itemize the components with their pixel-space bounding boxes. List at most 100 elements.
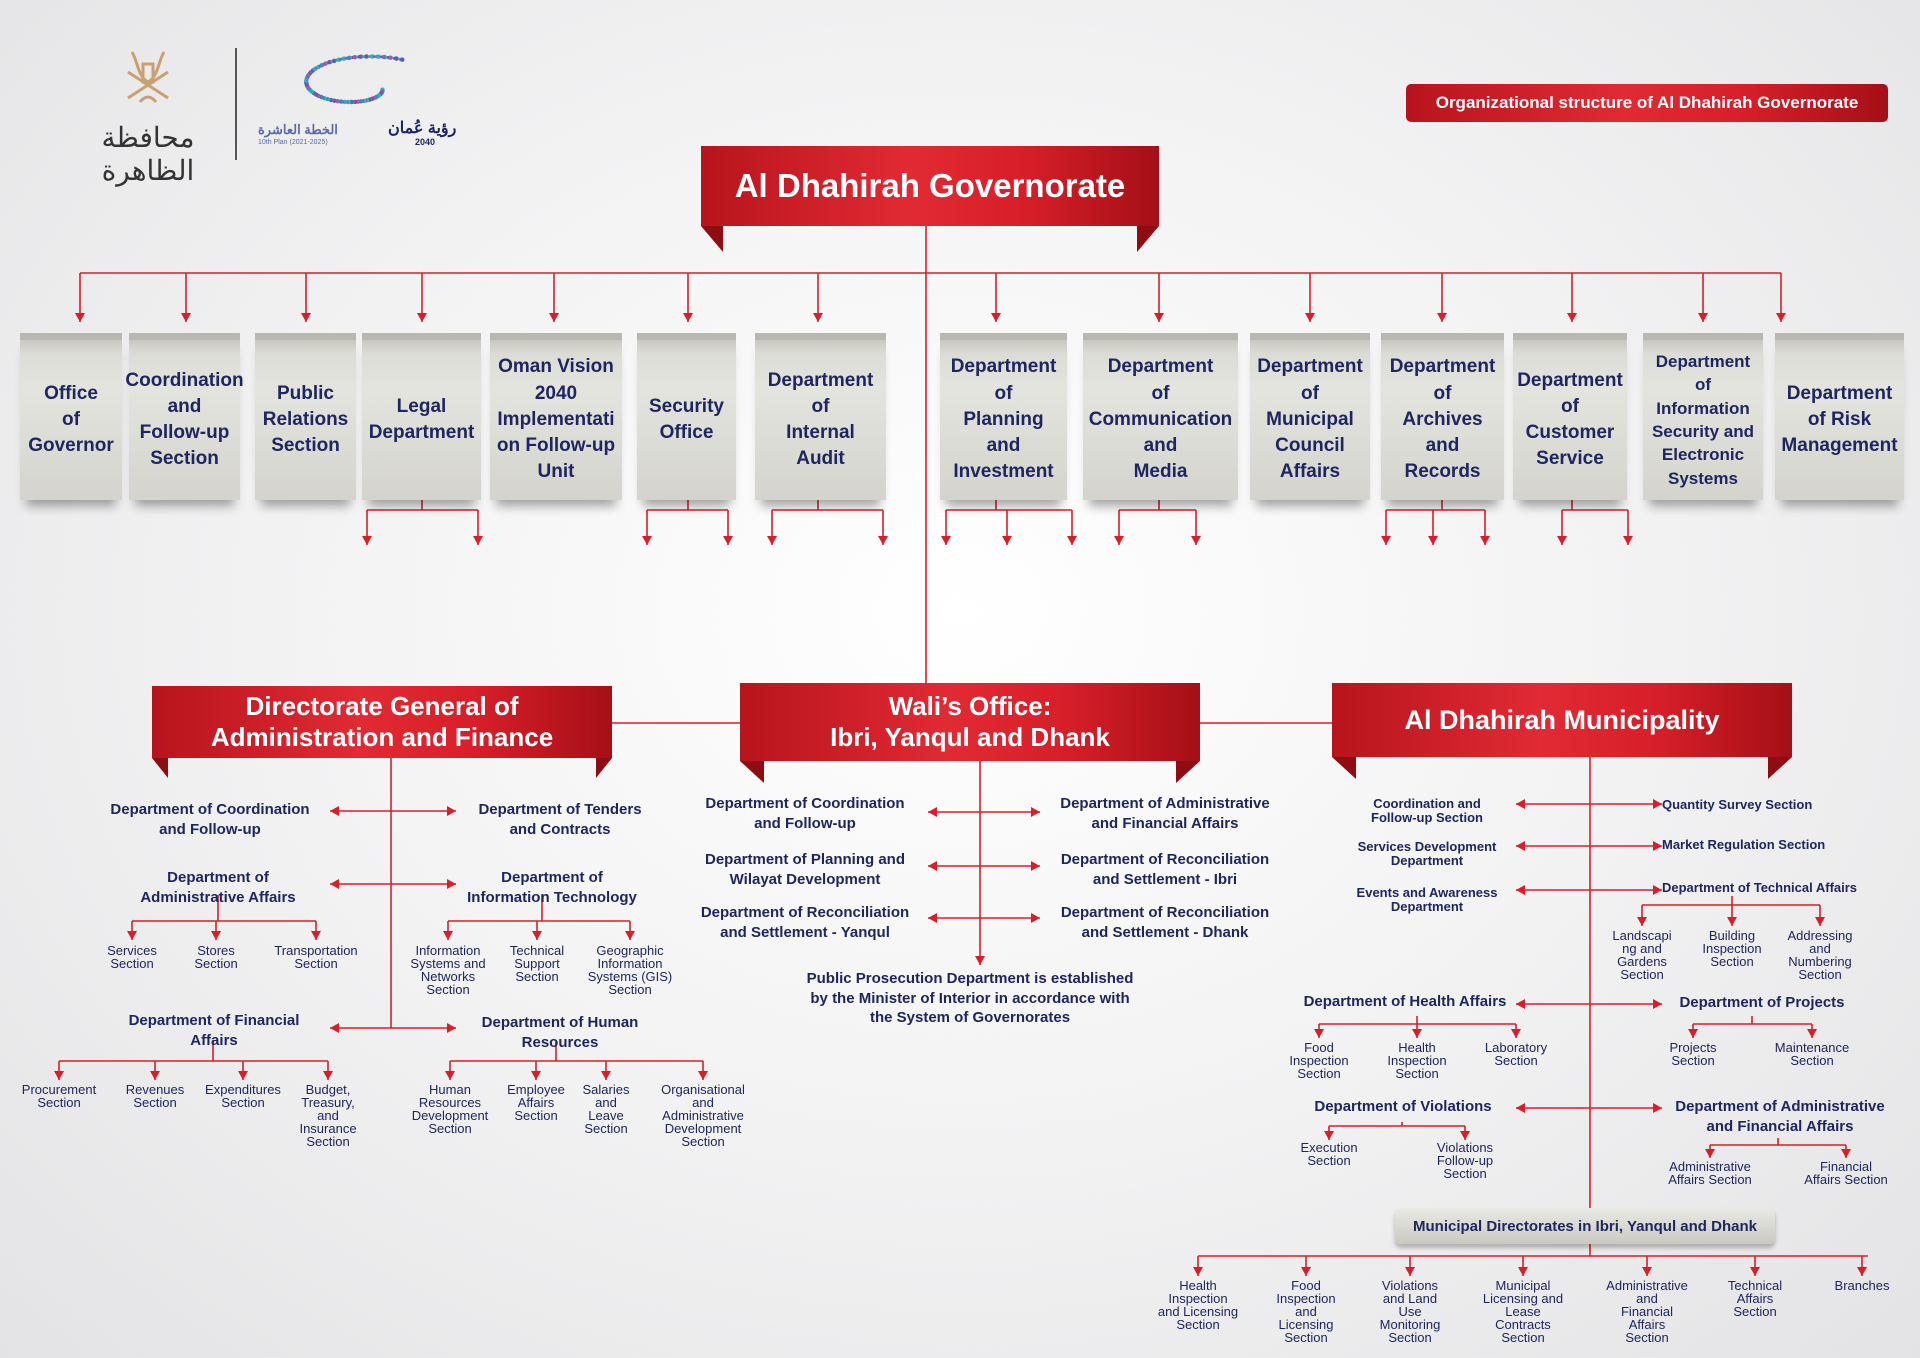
- arrow-174: [1653, 1103, 1662, 1113]
- wali-banner-fold-right: [1176, 761, 1200, 783]
- arrow-153: [1815, 917, 1825, 926]
- dg-financial-section-4: Budget, Treasury, and Insurance Section: [299, 1082, 357, 1149]
- arrow-14: [683, 313, 693, 322]
- dg-admin-section-3: Transportation Section: [274, 943, 358, 971]
- municipal-directorates-label: Municipal Directorates in Ibri, Yanqul a…: [1413, 1217, 1757, 1235]
- vision-dot-265: [358, 54, 363, 59]
- vision-dot-260: [352, 55, 358, 60]
- muni-violations-section-1: Execution Section: [1300, 1140, 1358, 1168]
- vision-dot-285: [382, 54, 387, 60]
- arrow-120: [531, 1071, 541, 1080]
- dg-dept-coordination: Department of Coordination and Follow-up: [110, 801, 310, 838]
- arrow-110: [150, 1071, 160, 1080]
- arrow-192: [1301, 1267, 1311, 1276]
- arrow-30: [1776, 313, 1786, 322]
- arrow-73: [1557, 536, 1567, 545]
- top-unit-card-11: Department of Archives and Records: [1381, 333, 1504, 500]
- arrow-143: [1653, 841, 1662, 851]
- arrow-136: [1031, 913, 1040, 923]
- logo-divider: [235, 48, 237, 160]
- sub-unit-16: Department of Reception and Registration: [0, 0, 38, 613]
- vision-dot-280: [376, 54, 381, 59]
- arrow-55: [1067, 536, 1077, 545]
- top-unit-card-10: Department of Municipal Council Affairs: [1250, 333, 1370, 500]
- dg-dept-tenders: Department of Tenders and Contracts: [478, 801, 642, 838]
- arrow-151: [1727, 917, 1737, 926]
- muni-directorate-section-5: Administrative and Financial Affairs Sec…: [1606, 1278, 1688, 1345]
- vision-logo-num: 2040: [415, 137, 436, 147]
- arrow-10: [417, 313, 427, 322]
- top-unit-card-4: Legal Department: [362, 333, 481, 500]
- muni-violations-section-2: Violations Follow-up Section: [1436, 1140, 1494, 1181]
- wali-left-dept-2: Department of Planning and Wilayat Devel…: [704, 851, 905, 888]
- arrow-130: [1031, 807, 1040, 817]
- muni-left-dept-1: Coordination and Follow-up Section: [1371, 796, 1483, 826]
- arrow-82: [447, 806, 456, 816]
- arrow-92: [127, 931, 137, 940]
- dg-admin-section-1: Services Section: [107, 943, 157, 971]
- top-unit-card-14: Department of Risk Management: [1775, 333, 1904, 500]
- top-unit-card-1: Office of Governor: [20, 333, 122, 500]
- governorate-logo-text: محافظة الظاهرة: [101, 121, 195, 187]
- arrow-179: [1460, 1131, 1470, 1140]
- arrow-47: [878, 536, 888, 545]
- arrow-81: [330, 806, 339, 816]
- root-banner-fold-left: [701, 226, 723, 252]
- arrow-198: [1642, 1267, 1652, 1276]
- arrow-26: [1567, 313, 1577, 322]
- arrow-8: [301, 313, 311, 322]
- arrow-108: [54, 1071, 64, 1080]
- arrow-41: [723, 536, 733, 545]
- muni-projects-dept: Department of Projects: [1679, 994, 1845, 1011]
- arrow-194: [1405, 1267, 1415, 1276]
- wali-right-dept-1: Department of Administrative and Financi…: [1060, 795, 1270, 832]
- top-unit-card-2: Coordination and Follow-up Section: [125, 333, 244, 500]
- dg-hr-section-2: Employee Affairs Section: [507, 1082, 565, 1123]
- arrow-28: [1698, 313, 1708, 322]
- wali-right-dept-2: Department of Reconciliation and Settlem…: [1060, 851, 1270, 888]
- dg-dept-financial: Department of Financial Affairs: [128, 1012, 300, 1049]
- muni-health-section-3: Laboratory Section: [1484, 1040, 1548, 1068]
- muni-directorate-section-3: Violations and Land Use Monitoring Secti…: [1379, 1278, 1441, 1345]
- arrow-200: [1750, 1267, 1760, 1276]
- arrow-6: [181, 313, 191, 322]
- muni-banner-fold-right: [1768, 757, 1792, 779]
- arrow-59: [1114, 536, 1124, 545]
- arrow-118: [445, 1071, 455, 1080]
- muni-health-dept: Department of Health Affairs: [1303, 993, 1507, 1010]
- dg-financial-section-3: Expenditures Section: [205, 1082, 281, 1110]
- arrow-67: [1428, 536, 1438, 545]
- arrow-33: [362, 536, 372, 545]
- arrow-4: [75, 313, 85, 322]
- top-unit-card-9: Department of Communication and Media: [1083, 333, 1238, 500]
- arrow-61: [1191, 536, 1201, 545]
- muni-directorate-section-6: Technical Affairs Section: [1727, 1278, 1783, 1319]
- arrow-140: [1653, 799, 1662, 809]
- arrow-157: [1653, 999, 1662, 1009]
- arrow-85: [447, 879, 456, 889]
- wali-right-dept-3: Department of Reconciliation and Settlem…: [1060, 904, 1270, 941]
- page-title: Organizational structure of Al Dhahirah …: [1435, 93, 1859, 112]
- muni-right-dept-1: Quantity Survey Section: [1662, 797, 1813, 812]
- arrow-35: [473, 536, 483, 545]
- root-banner-fold-right: [1137, 226, 1159, 252]
- top-unit-card-8: Department of Planning and Investment: [940, 333, 1067, 500]
- arrow-104: [625, 931, 635, 940]
- municipality-title: Al Dhahirah Municipality: [1404, 704, 1720, 735]
- vision-dot-250: [342, 56, 347, 61]
- dg-hr-section-4: Organisational and Administrative Develo…: [661, 1082, 745, 1149]
- arrow-75: [1623, 536, 1633, 545]
- wali-banner: Wali’s Office: Ibri, Yanqul and Dhank: [740, 683, 1200, 761]
- arrow-142: [1516, 841, 1525, 851]
- arrow-53: [1002, 536, 1012, 545]
- dg-it-section-1: Information Systems and Networks Section: [410, 943, 486, 997]
- muni-technical-section-2: Building Inspection Section: [1702, 928, 1762, 969]
- arrow-18: [991, 313, 1001, 322]
- arrow-146: [1653, 885, 1662, 895]
- dg-dept-hr: Department of Human Resources: [481, 1014, 639, 1051]
- wali-banner-fold-left: [740, 761, 764, 783]
- arrow-183: [1705, 1149, 1715, 1158]
- wali-title: Wali’s Office: Ibri, Yanqul and Dhank: [830, 690, 1110, 752]
- wali-prosecution-note: Public Prosecution Department is establi…: [806, 970, 1134, 1026]
- muni-left-dept-3: Events and Awareness Department: [1356, 885, 1498, 915]
